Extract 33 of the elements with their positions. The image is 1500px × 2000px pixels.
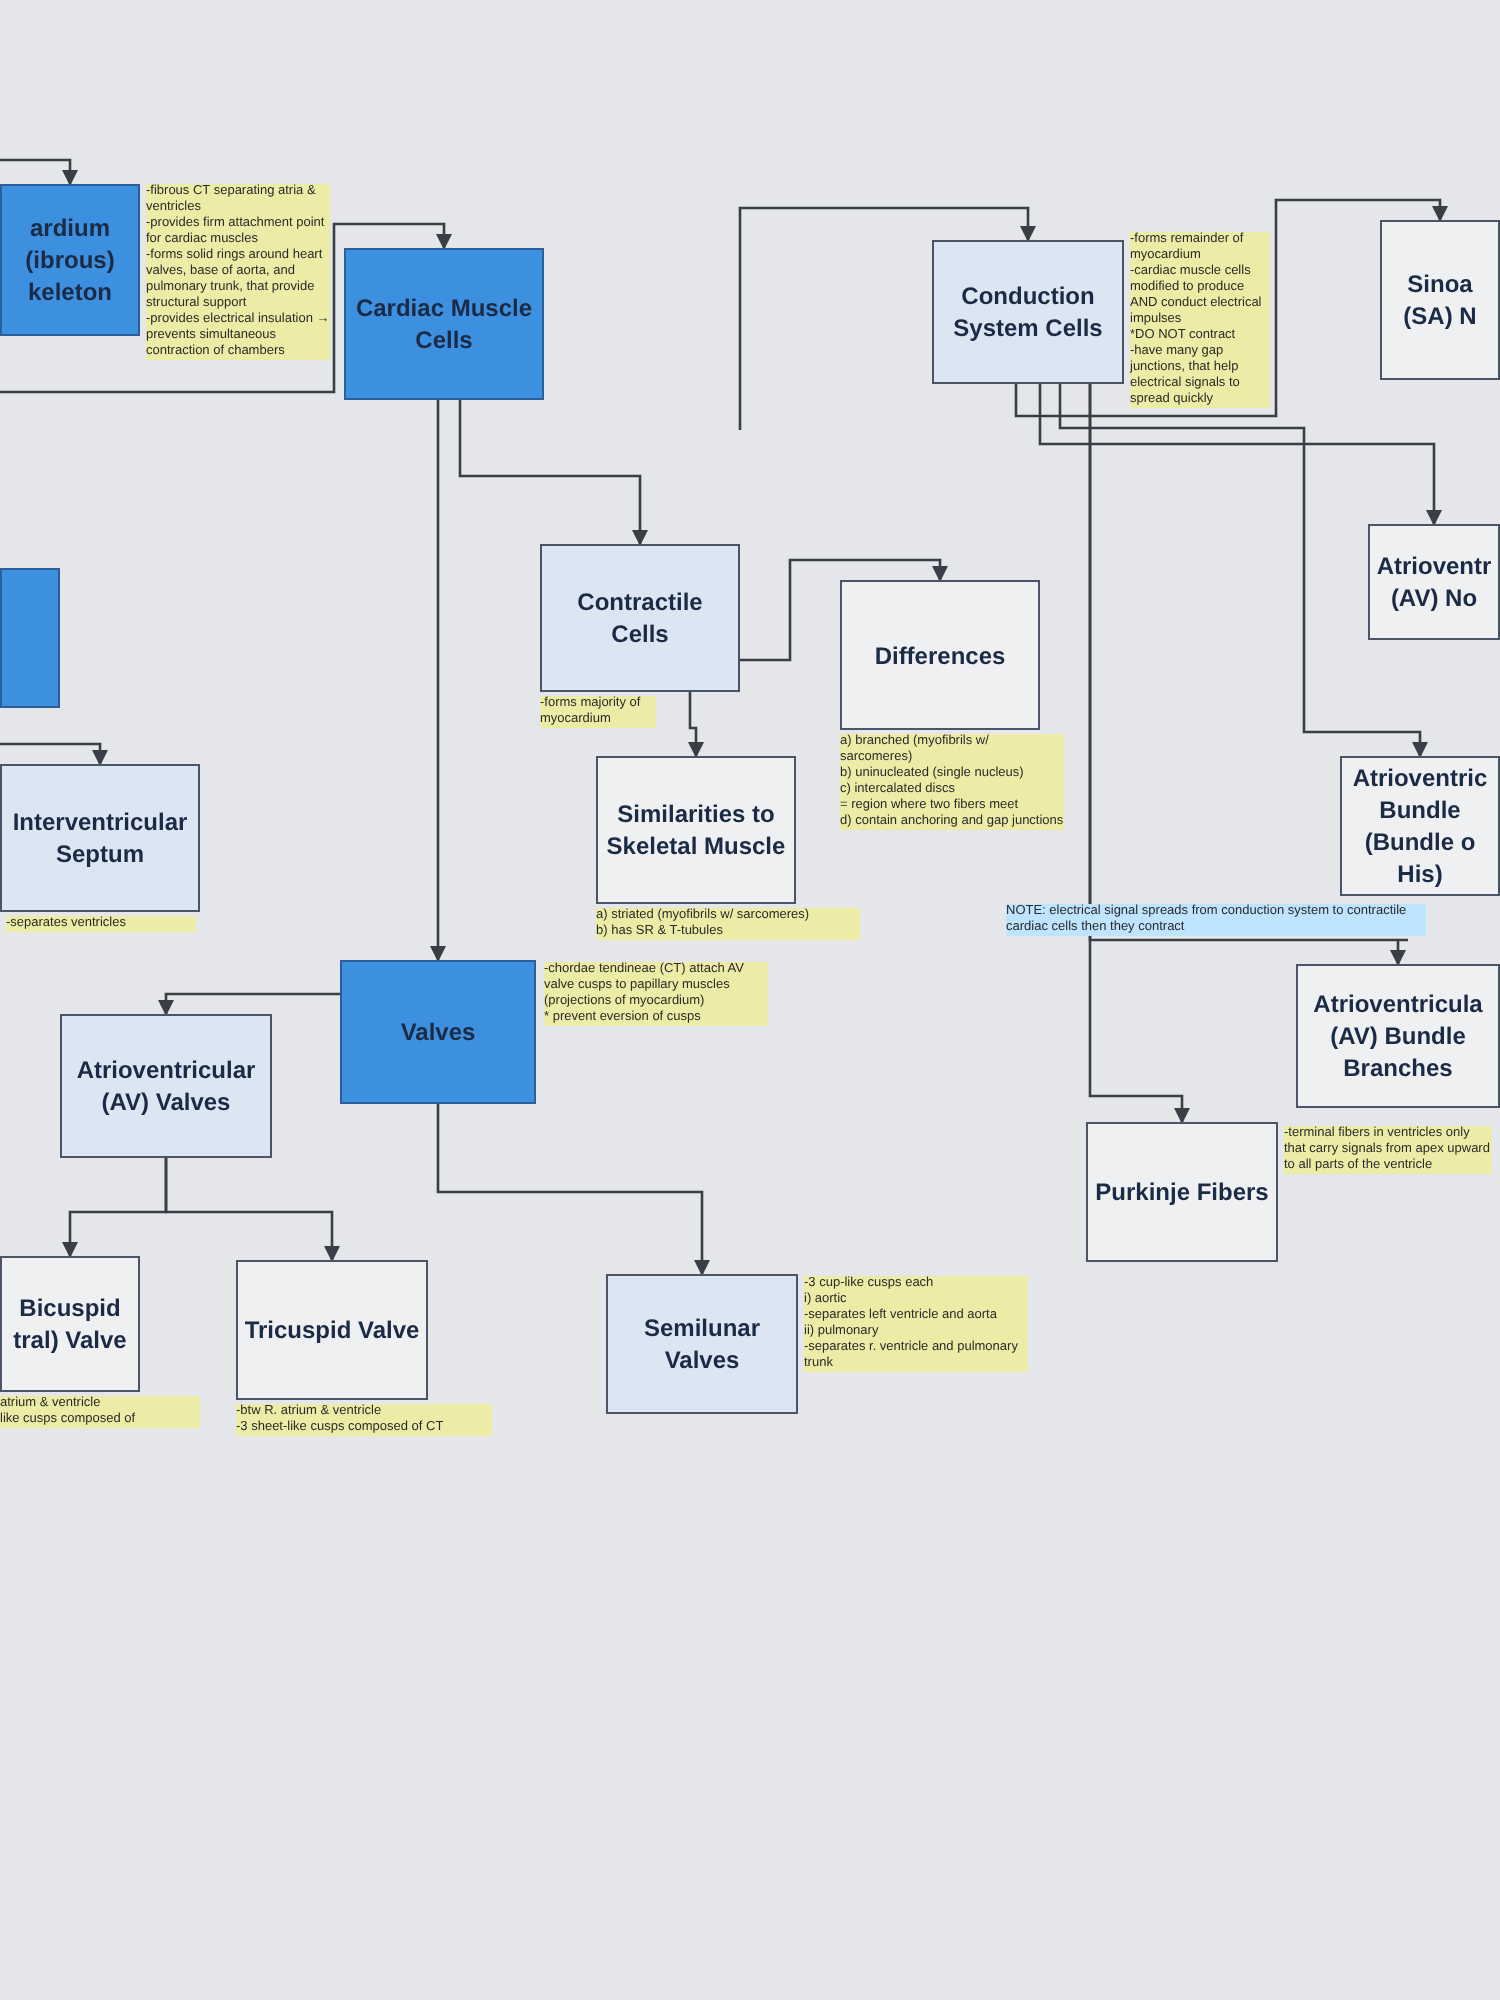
concept-box: Atrioventric Bundle (Bundle o His) <box>1340 756 1500 896</box>
connector-arrow <box>738 206 1036 430</box>
connector-arrow <box>1014 198 1448 418</box>
concept-box: Differences <box>840 580 1040 730</box>
connector-arrow <box>1058 384 1428 758</box>
concept-box: Tricuspid Valve <box>236 1260 428 1400</box>
concept-box: Interventricular Septum <box>0 764 200 912</box>
concept-box: Atrioventricula (AV) Bundle Branches <box>1296 964 1500 1108</box>
connector-arrow <box>158 992 340 1016</box>
connector-arrow <box>0 158 78 186</box>
concept-box: Atrioventricular (AV) Valves <box>60 1014 272 1158</box>
concept-box: Bicuspid tral) Valve <box>0 1256 140 1392</box>
connector-arrow <box>436 1104 710 1276</box>
concept-box: Cardiac Muscle Cells <box>344 248 544 400</box>
concept-box: Conduction System Cells <box>932 240 1124 384</box>
connector-arrow <box>458 400 648 546</box>
concept-box: Semilunar Valves <box>606 1274 798 1414</box>
connector-arrow <box>688 692 704 758</box>
connector-arrow <box>1088 384 1190 1124</box>
connector-arrow <box>164 1158 340 1262</box>
partial-box <box>0 568 60 708</box>
concept-box: Atrioventr (AV) No <box>1368 524 1500 640</box>
connector-arrow <box>0 222 452 394</box>
concept-box: Valves <box>340 960 536 1104</box>
concept-box: Similarities to Skeletal Muscle <box>596 756 796 904</box>
connector-arrow <box>1038 384 1442 526</box>
concept-box: Contractile Cells <box>540 544 740 692</box>
concept-box: Sinoa (SA) N <box>1380 220 1500 380</box>
connector-arrow <box>430 400 446 962</box>
concept-box: ardium (ibrous) keleton <box>0 184 140 336</box>
connector-arrow <box>740 558 948 662</box>
concept-box: Purkinje Fibers <box>1086 1122 1278 1262</box>
connector-arrow <box>0 742 108 766</box>
